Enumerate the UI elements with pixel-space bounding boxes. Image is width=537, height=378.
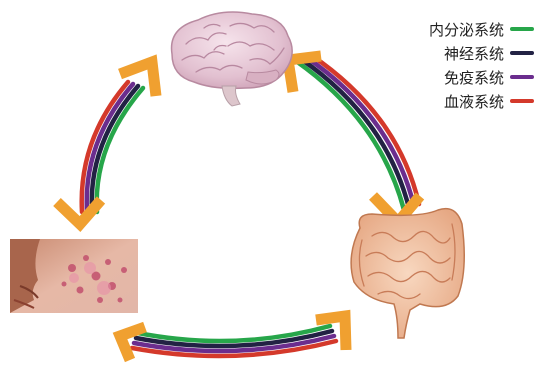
legend-label: 内分泌系统 bbox=[429, 19, 504, 40]
legend-item-nervous: 神经系统 bbox=[384, 41, 534, 65]
brain-icon bbox=[172, 12, 293, 106]
intestine-icon bbox=[351, 209, 464, 338]
band-skin-to-brain bbox=[82, 82, 143, 212]
legend-item-immune: 免疫系统 bbox=[384, 65, 534, 89]
arrow-into-skin bbox=[57, 200, 101, 224]
legend-item-blood: 血液系统 bbox=[384, 89, 534, 113]
legend-label: 免疫系统 bbox=[444, 67, 504, 88]
legend-label: 神经系统 bbox=[444, 43, 504, 64]
legend-item-endocrine: 内分泌系统 bbox=[384, 17, 534, 41]
legend: 内分泌系统 神经系统 免疫系统 血液系统 bbox=[384, 17, 534, 113]
band-intestine-to-skin bbox=[132, 326, 336, 356]
legend-swatch bbox=[510, 99, 534, 103]
legend-swatch bbox=[510, 75, 534, 79]
legend-label: 血液系统 bbox=[444, 91, 504, 112]
skin-icon bbox=[10, 239, 138, 313]
legend-swatch bbox=[510, 27, 534, 31]
legend-swatch bbox=[510, 51, 534, 55]
